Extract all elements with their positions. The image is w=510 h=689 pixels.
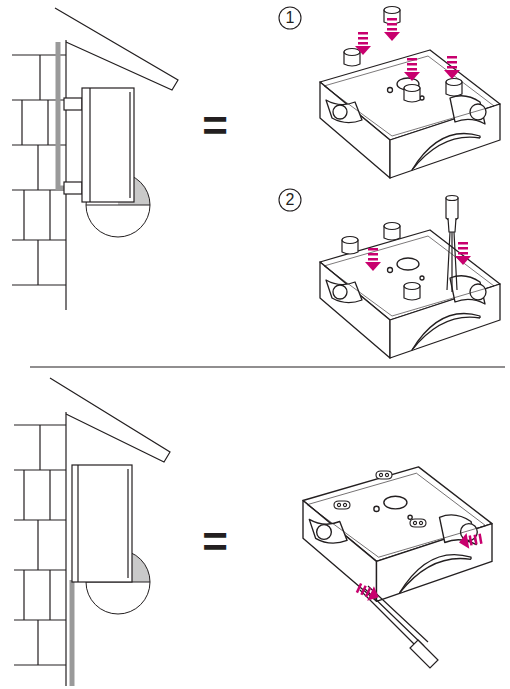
equals-sign: =: [202, 520, 228, 564]
equals-sign: =: [202, 104, 228, 148]
callout-number: 2: [286, 192, 295, 208]
callout-number: 1: [286, 10, 295, 26]
